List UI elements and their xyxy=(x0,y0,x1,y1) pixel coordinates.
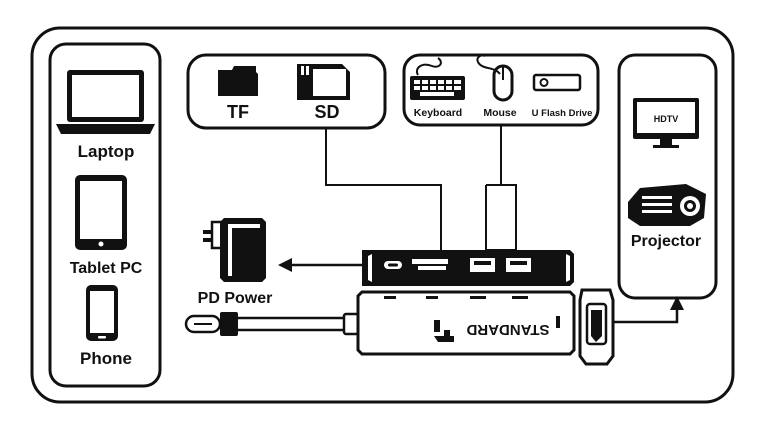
tf-slot xyxy=(418,266,446,270)
card-connector-line xyxy=(325,128,442,256)
mouse-icon xyxy=(476,54,514,102)
card-panel xyxy=(186,53,387,130)
phone-label: Phone xyxy=(80,349,132,368)
outer-frame xyxy=(30,26,735,404)
hub-top-view: STANDARD xyxy=(356,290,576,356)
pd-power-label: PD Power xyxy=(198,290,273,307)
sd-label: SD xyxy=(314,102,339,122)
hub-port-side xyxy=(362,250,574,286)
mouse-label: Mouse xyxy=(483,107,516,119)
hdmi-output-arrow xyxy=(613,296,684,324)
flash-drive-icon xyxy=(532,73,582,92)
laptop-label: Laptop xyxy=(78,142,135,161)
sd-slot xyxy=(412,259,448,264)
sd-card-icon xyxy=(297,64,350,100)
phone-icon xyxy=(86,285,118,341)
tablet-icon xyxy=(75,175,127,250)
hdtv-screen-label: HDTV xyxy=(654,114,679,124)
hdtv-icon xyxy=(633,98,699,148)
projector-label: Projector xyxy=(631,233,701,250)
power-adapter-icon xyxy=(203,218,266,282)
tf-card-icon xyxy=(218,66,258,96)
left-devices-panel xyxy=(48,42,162,388)
hdmi-plug-icon xyxy=(578,288,615,366)
flash-drive-label: U Flash Drive xyxy=(532,108,593,119)
display-output-panel xyxy=(617,53,718,300)
keyboard-icon xyxy=(410,57,465,100)
usb-fork-line xyxy=(485,184,517,251)
power-arrow xyxy=(278,258,362,272)
hub-brand-label: STANDARD xyxy=(466,321,549,338)
tf-label: TF xyxy=(227,102,249,122)
keyboard-label: Keyboard xyxy=(414,107,462,119)
laptop-icon xyxy=(56,70,155,134)
tablet-label: Tablet PC xyxy=(70,260,143,277)
projector-icon xyxy=(628,184,706,226)
usb-c-cable xyxy=(184,312,360,336)
